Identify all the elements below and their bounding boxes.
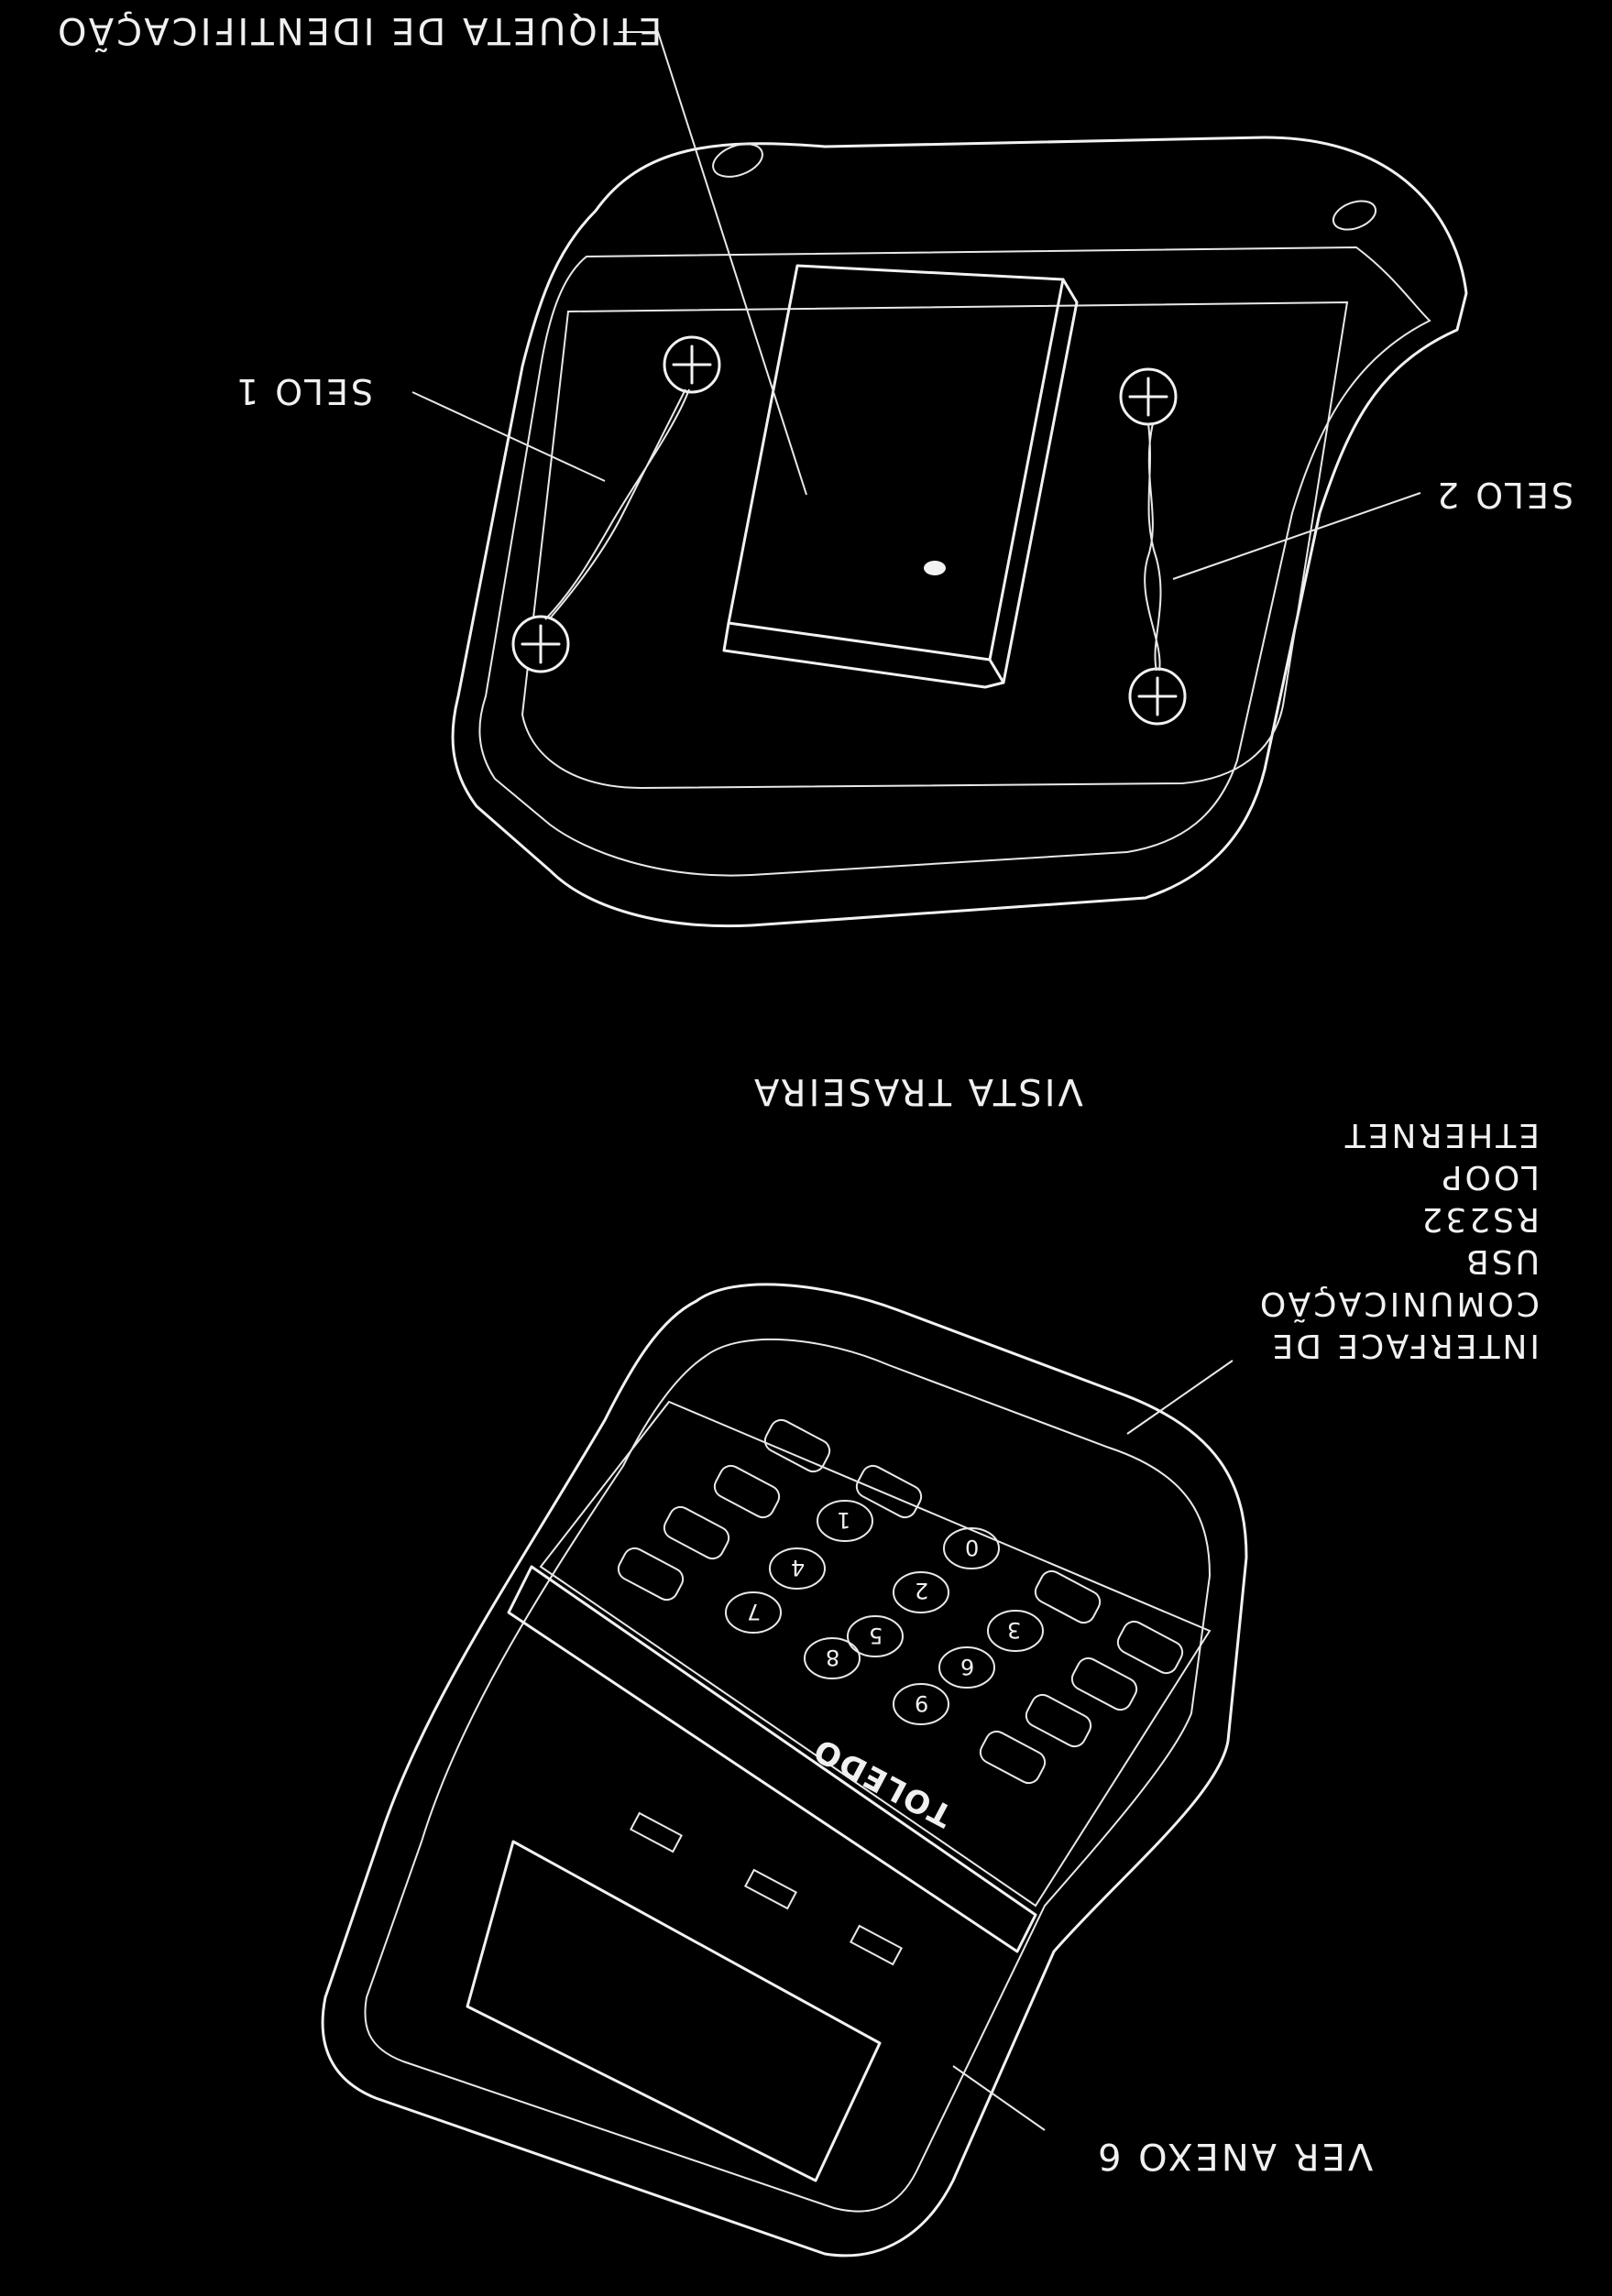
function-key [617, 1547, 685, 1602]
numeric-key-label: 9 [912, 1690, 929, 1716]
label-interface-line: USB [1464, 1242, 1540, 1280]
numeric-key [893, 1683, 949, 1725]
label-dot [924, 561, 946, 575]
numeric-key [847, 1615, 904, 1657]
function-key [979, 1730, 1047, 1785]
indicator-box [743, 1868, 798, 1910]
seal-wire-right [1144, 422, 1162, 672]
label-interface-line: ETHERNET [1342, 1116, 1540, 1153]
keypad-panel [539, 1400, 1212, 1908]
numeric-key-label: 1 [834, 1507, 851, 1533]
numeric-key-label: 6 [958, 1654, 975, 1679]
leader-ver-anexo [952, 2065, 1046, 2131]
rear-housing-recess [521, 301, 1349, 790]
numeric-key [893, 1571, 949, 1613]
label-interface-line: INTERFACE DE [1269, 1327, 1541, 1364]
brand-strip [507, 1565, 1037, 1953]
leader-selo1 [411, 391, 606, 482]
front-view-device [321, 1283, 1248, 2258]
mounting-hole-left [712, 143, 763, 178]
label-selo-2: SELO 2 [1434, 475, 1574, 515]
numeric-key-label: 8 [823, 1645, 840, 1670]
numeric-key [804, 1637, 861, 1679]
label-vista-traseira: VISTA TRASEIRA [751, 1070, 1083, 1112]
rear-view-device [411, 31, 1468, 928]
label-interface-comunicacao: INTERFACE DE COMUNICAÇÃO USB RS232 LOOP … [1228, 1113, 1540, 1366]
function-key [1070, 1656, 1138, 1711]
numeric-key-label: 2 [912, 1578, 929, 1603]
numeric-key [938, 1646, 995, 1689]
display-window [466, 1840, 882, 2182]
indicator-box [849, 1924, 904, 1966]
leader-interface [1126, 1360, 1234, 1435]
numeric-key-label: 7 [744, 1599, 762, 1624]
numeric-key-label: 0 [962, 1535, 980, 1560]
numeric-key-label: 4 [788, 1555, 806, 1580]
mounting-hole-right [1332, 200, 1377, 231]
numeric-key [725, 1591, 782, 1634]
rear-housing-outline [451, 136, 1468, 928]
seal-wire-left [544, 388, 690, 620]
label-interface-line: COMUNICAÇÃO [1256, 1285, 1540, 1322]
screw-icon [663, 335, 721, 394]
function-key [1034, 1569, 1102, 1624]
numeric-key [769, 1547, 826, 1590]
function-key [855, 1464, 923, 1519]
numeric-key-label: 3 [1004, 1617, 1022, 1643]
front-housing-outline [321, 1283, 1248, 2258]
screw-icon [1128, 667, 1187, 726]
front-housing-inner [364, 1338, 1212, 2213]
identification-label-block [722, 264, 1079, 689]
function-key [1025, 1693, 1092, 1748]
function-key [713, 1464, 781, 1519]
numeric-key [943, 1527, 1000, 1569]
label-interface-line: LOOP [1439, 1158, 1540, 1196]
screw-icon [1119, 367, 1178, 426]
rear-housing-inner-outline [478, 246, 1431, 877]
function-key [763, 1418, 831, 1473]
function-key [1116, 1620, 1184, 1675]
label-interface-line: RS232 [1419, 1200, 1540, 1238]
label-ver-anexo: VER ANEXO 6 [1095, 2135, 1374, 2177]
function-key [663, 1505, 730, 1560]
screw-icon [511, 615, 570, 673]
numeric-key-label: 5 [866, 1623, 883, 1648]
numeric-key [817, 1500, 873, 1542]
indicator-box [629, 1811, 684, 1853]
numeric-keys [725, 1500, 1044, 1725]
leader-etiqueta [619, 31, 807, 496]
label-selo-1: SELO 1 [234, 371, 374, 411]
numeric-key [987, 1610, 1044, 1652]
label-etiqueta-identificacao: ETIQUETA DE IDENTIFICAÇÃO [55, 9, 663, 51]
leader-selo2 [1172, 492, 1421, 580]
